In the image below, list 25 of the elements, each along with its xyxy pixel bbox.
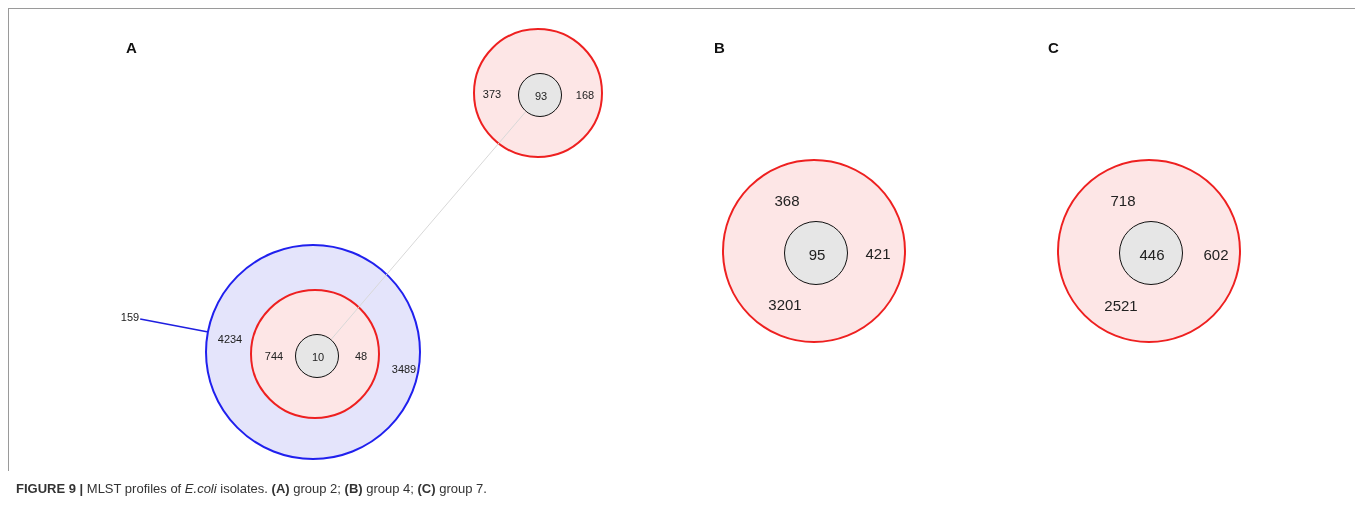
cluster-circle <box>295 334 339 378</box>
sequence-type-number: 93 <box>534 90 548 102</box>
sequence-type-number: 602 <box>1203 246 1229 262</box>
panel-letter: C <box>1048 39 1059 56</box>
figure-caption: FIGURE 9 | MLST profiles of E.coli isolates. (A) group 2; (B) group 4; (C) group 7. <box>16 481 487 496</box>
sequence-type-number: 373 <box>482 88 502 100</box>
cluster-circle <box>518 73 562 117</box>
sequence-type-number: 159 <box>120 311 140 323</box>
sequence-type-number: 168 <box>575 89 595 101</box>
sequence-type-number: 421 <box>865 245 891 261</box>
sequence-type-number: 48 <box>354 350 368 362</box>
sequence-type-number: 4234 <box>217 333 243 345</box>
sequence-type-number: 446 <box>1139 246 1165 262</box>
sequence-type-number: 3201 <box>768 296 802 312</box>
sequence-type-number: 3489 <box>391 363 417 375</box>
sequence-type-number: 10 <box>311 351 325 363</box>
sequence-type-number: 95 <box>808 246 826 262</box>
sequence-type-number: 2521 <box>1104 297 1138 313</box>
link-line <box>330 111 527 340</box>
panel-letter: B <box>714 39 725 56</box>
panel-letter: A <box>126 39 137 56</box>
sequence-type-number: 718 <box>1110 192 1136 208</box>
sequence-type-number: 368 <box>774 192 800 208</box>
sequence-type-number: 744 <box>264 350 284 362</box>
link-line <box>139 318 208 333</box>
